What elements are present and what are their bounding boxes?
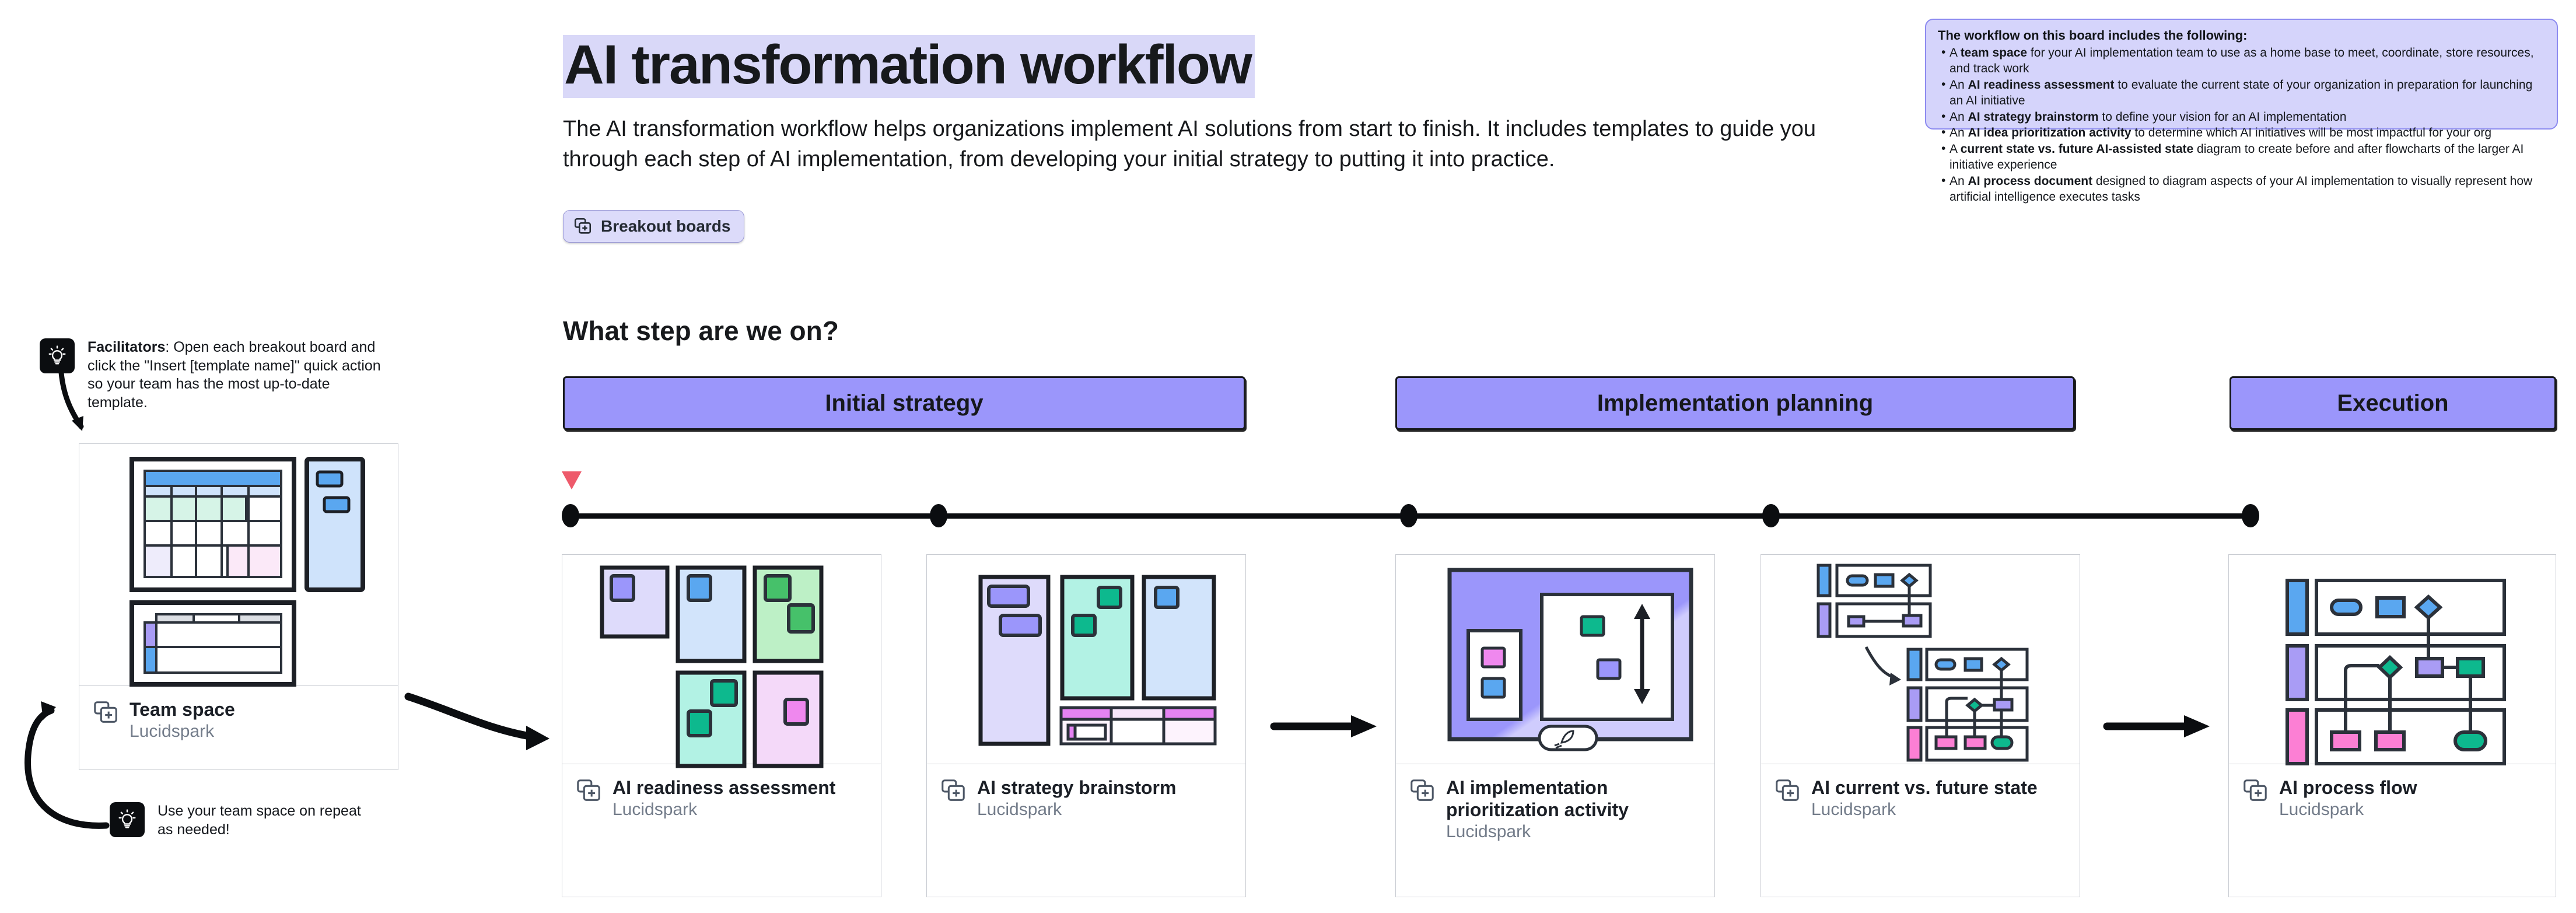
add-board-icon (573, 216, 593, 236)
timeline-dot-4[interactable] (1762, 504, 1780, 527)
repeat-loop-arrow-icon (24, 701, 110, 829)
list-item: An AI idea prioritization activity to de… (1938, 125, 2544, 141)
workflow-info-panel: The workflow on this board includes the … (1925, 19, 2558, 204)
flow-arrow-icon (2103, 715, 2210, 737)
repeat-note-text: Use your team space on repeat as needed! (158, 803, 361, 838)
ai-prioritization-thumbnail (1396, 555, 1714, 764)
template-card-ai-strategy-brainstorm[interactable]: AI strategy brainstorm Lucidspark (926, 554, 1246, 897)
add-board-icon (2242, 777, 2269, 804)
card-title: AI strategy brainstorm (977, 777, 1177, 798)
card-title: AI implementation prioritization activit… (1446, 777, 1629, 820)
ai-readiness-card-meta: AI readiness assessment Lucidspark (562, 764, 881, 831)
card-title: AI process flow (2279, 777, 2417, 798)
timeline-dot-5[interactable] (2242, 504, 2259, 527)
list-item: A current state vs. future AI-assisted s… (1938, 141, 2544, 173)
template-card-ai-readiness-assessment[interactable]: AI readiness assessment Lucidspark (562, 554, 881, 897)
card-subtitle: Lucidspark (977, 799, 1062, 819)
ai-prioritization-card-meta: AI implementation prioritization activit… (1396, 764, 1714, 853)
team-space-thumbnail (79, 444, 398, 687)
ai-current-future-state-card-meta: AI current vs. future state Lucidspark (1761, 764, 2080, 831)
add-board-icon (575, 777, 602, 804)
list-item: An AI process document designed to diagr… (1938, 173, 2544, 205)
card-subtitle: Lucidspark (2279, 799, 2364, 819)
ai-current-future-state-thumbnail (1761, 555, 2080, 764)
flow-arrow-icon (404, 692, 550, 750)
card-title: AI current vs. future state (1811, 777, 2038, 798)
add-board-icon (940, 777, 967, 804)
breakout-boards-chip[interactable]: Breakout boards (563, 210, 744, 243)
card-title: AI readiness assessment (612, 777, 836, 798)
facilitators-arrow-icon (58, 370, 84, 431)
list-item: An AI strategy brainstorm to define your… (1938, 109, 2544, 125)
repeat-note: Use your team space on repeat as needed! (110, 802, 366, 839)
flow-arrow-icon (1270, 715, 1377, 737)
lightbulb-icon (110, 802, 145, 837)
template-card-ai-current-vs-future-state[interactable]: AI current vs. future state Lucidspark (1760, 554, 2080, 897)
timeline-dot-3[interactable] (1400, 504, 1418, 527)
timeline-dot-1[interactable] (562, 504, 579, 527)
timeline-dot-2[interactable] (930, 504, 947, 527)
ai-strategy-brainstorm-card-meta: AI strategy brainstorm Lucidspark (927, 764, 1245, 831)
facilitators-note: Facilitators: Open each breakout board a… (40, 338, 390, 412)
info-panel-heading: The workflow on this board includes the … (1938, 28, 2248, 43)
info-panel-list: A team space for your AI implementation … (1938, 45, 2544, 205)
card-subtitle: Lucidspark (612, 799, 698, 819)
template-card-ai-process-flow[interactable]: AI process flow Lucidspark (2228, 554, 2556, 897)
list-item: A team space for your AI implementation … (1938, 45, 2544, 77)
card-title: Team space (130, 699, 235, 720)
facilitators-note-text: Facilitators: Open each breakout board a… (88, 339, 381, 411)
card-subtitle: Lucidspark (130, 721, 215, 741)
add-board-icon (92, 699, 119, 726)
lightbulb-icon (40, 338, 75, 373)
ai-process-flow-thumbnail (2229, 555, 2556, 765)
team-space-card-meta: Team space Lucidspark (79, 685, 398, 753)
section-heading: What step are we on? (563, 316, 839, 346)
page-subtitle: The AI transformation workflow helps org… (563, 117, 1817, 172)
breakout-boards-label: Breakout boards (601, 217, 731, 235)
phase-bar-initial-strategy[interactable]: Initial strategy (563, 376, 1245, 430)
current-step-marker[interactable] (562, 471, 582, 489)
phase-bar-execution[interactable]: Execution (2230, 376, 2556, 430)
template-card-ai-implementation-prioritization[interactable]: AI implementation prioritization activit… (1395, 554, 1715, 897)
card-subtitle: Lucidspark (1446, 821, 1531, 841)
template-card-team-space[interactable]: Team space Lucidspark (79, 443, 398, 770)
ai-process-flow-card-meta: AI process flow Lucidspark (2229, 764, 2556, 831)
list-item: An AI readiness assessment to evaluate t… (1938, 77, 2544, 109)
add-board-icon (1409, 777, 1436, 804)
ai-readiness-thumbnail (562, 555, 881, 768)
add-board-icon (1774, 777, 1801, 804)
phase-bar-implementation-planning[interactable]: Implementation planning (1395, 376, 2075, 430)
card-subtitle: Lucidspark (1811, 799, 1896, 819)
page-title: AI transformation workflow (563, 35, 1255, 98)
ai-strategy-brainstorm-thumbnail (927, 555, 1245, 764)
